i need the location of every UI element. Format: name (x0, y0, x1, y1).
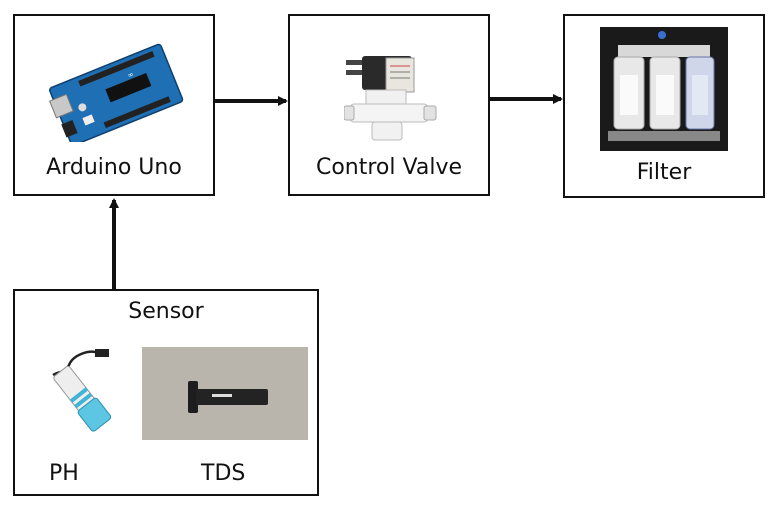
tds-label: TDS (201, 461, 246, 486)
svg-text:∞: ∞ (126, 70, 134, 80)
filter-node: Filter (563, 14, 765, 198)
ph-label: PH (49, 461, 79, 486)
tds-meter-icon (142, 347, 308, 440)
ph-probe-icon (52, 349, 112, 432)
valve-node: Control Valve (288, 14, 490, 196)
sensor-node: Sensor PH TDS (13, 289, 319, 496)
water-filter-icon (600, 27, 728, 151)
solenoid-valve-icon (344, 56, 437, 141)
valve-label: Control Valve (315, 155, 462, 180)
filter-label: Filter (636, 160, 692, 185)
arduino-node: ∞ Arduino Uno (13, 14, 215, 196)
sensor-label: Sensor (128, 299, 204, 324)
arduino-board-icon: ∞ (49, 43, 184, 142)
arduino-label: Arduino Uno (46, 155, 182, 180)
